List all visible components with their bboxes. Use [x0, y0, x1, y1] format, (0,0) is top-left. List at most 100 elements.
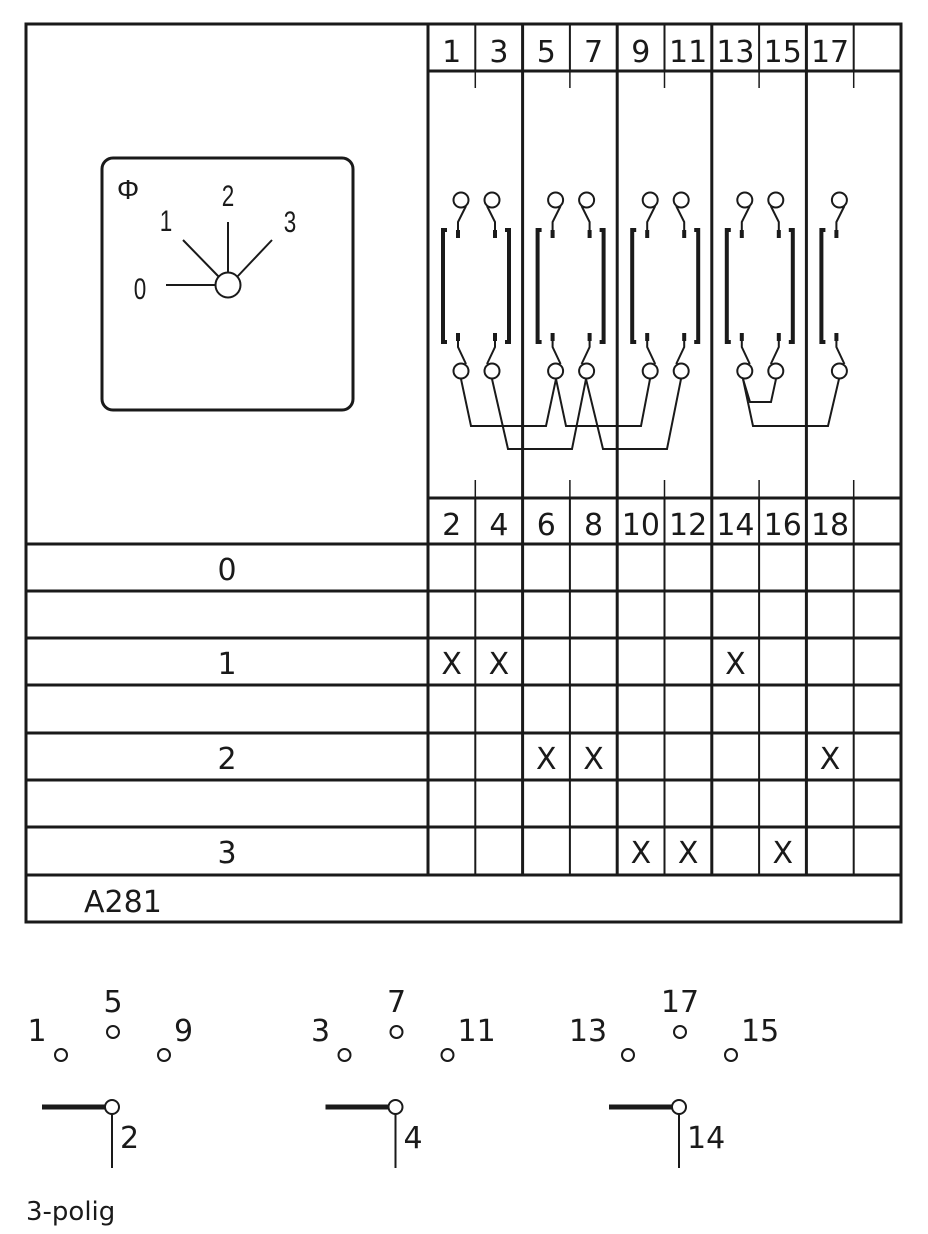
common-terminal-label: 2	[120, 1121, 139, 1156]
dial-pointers	[166, 222, 273, 299]
common-terminal-label: 4	[404, 1121, 423, 1156]
header-terminal-5: 5	[537, 35, 556, 70]
terminal-circle	[767, 362, 785, 380]
terminal-circle	[578, 362, 596, 380]
header-terminal-17: 17	[811, 35, 849, 70]
contact-lead	[486, 205, 496, 230]
terminal-label-top: 17	[661, 985, 699, 1020]
contact-lead	[457, 341, 467, 365]
common-terminal-circle	[104, 1099, 120, 1115]
terminal-circle	[724, 1048, 738, 1062]
dial-position-label: 2	[222, 179, 235, 213]
position-row-label: 1	[217, 647, 236, 682]
pole-group: 3 7 11 4	[311, 985, 496, 1168]
terminal-circle	[673, 1025, 687, 1039]
contact-closed-mark: X	[820, 742, 841, 777]
jumper-wire	[491, 378, 587, 450]
contact-closed-mark: X	[678, 836, 699, 871]
contact-lead	[835, 205, 846, 230]
dial-frame	[100, 156, 355, 412]
terminal-circle	[547, 362, 565, 380]
header-terminal-13: 13	[716, 35, 754, 70]
terminal-circle	[672, 362, 690, 380]
footer-terminal-2: 2	[442, 508, 461, 543]
footer-terminal-16: 16	[764, 508, 802, 543]
contact-lead	[675, 205, 686, 230]
dial-position-label: 0	[134, 272, 147, 306]
terminal-label-right: 15	[741, 1014, 779, 1049]
contact-closed-mark: X	[441, 647, 462, 682]
pointer-position-1	[182, 239, 220, 278]
terminal-circle	[736, 362, 754, 380]
terminal-circle	[389, 1025, 404, 1039]
footer-terminal-14: 14	[716, 508, 754, 543]
contact-lead	[580, 205, 591, 230]
dial-position-label: 1	[160, 204, 173, 238]
common-terminal-label: 14	[687, 1121, 725, 1156]
contact-closed-mark: X	[489, 647, 510, 682]
contact-lead	[740, 205, 751, 230]
contact-closed-mark: X	[631, 836, 652, 871]
terminal-circle	[157, 1048, 171, 1062]
contact-lead	[835, 341, 846, 365]
contact-lead	[646, 205, 657, 230]
footer-terminal-12: 12	[669, 508, 707, 543]
contact-lead	[551, 205, 562, 230]
terminal-circle	[483, 191, 501, 209]
contact-lead	[486, 341, 496, 365]
terminal-circle	[672, 191, 690, 209]
terminal-label-right: 9	[174, 1014, 193, 1049]
footer-terminal-10: 10	[622, 508, 660, 543]
terminal-label-right: 11	[458, 1014, 496, 1049]
outer-frame	[24, 22, 903, 924]
terminal-circle	[578, 191, 596, 209]
jumper-wire	[742, 378, 840, 427]
terminal-label-top: 5	[103, 985, 122, 1020]
contact-closed-mark: X	[725, 647, 746, 682]
jumper-wire	[742, 378, 777, 403]
terminal-circle	[547, 191, 565, 209]
contact-lead	[646, 341, 657, 365]
terminal-circle	[440, 1048, 455, 1062]
jumper-wire	[585, 378, 682, 450]
position-row-label: 2	[217, 742, 236, 777]
terminal-circle	[641, 191, 659, 209]
jumper-wire	[555, 378, 651, 427]
position-row-label: 3	[217, 836, 236, 871]
footer-terminal-8: 8	[584, 508, 603, 543]
terminal-circle	[736, 191, 754, 209]
terminal-label-left: 13	[569, 1014, 607, 1049]
common-terminal-circle	[387, 1099, 404, 1115]
contact-lead	[740, 341, 751, 365]
terminal-label-left: 3	[311, 1014, 330, 1049]
terminal-circle	[452, 362, 470, 380]
diagram-code: A281	[84, 885, 162, 920]
terminal-circle	[452, 191, 470, 209]
terminal-circle	[641, 362, 659, 380]
common-terminal-circle	[671, 1099, 687, 1115]
contact-schematic	[441, 191, 848, 450]
contact-lead	[551, 341, 562, 365]
terminal-circle	[337, 1048, 352, 1062]
position-row-label: 0	[217, 553, 236, 588]
header-terminal-7: 7	[584, 35, 603, 70]
pointer-position-3	[236, 239, 273, 278]
terminal-label-left: 1	[27, 1014, 46, 1049]
header-terminal-11: 11	[669, 35, 707, 70]
footer-terminal-4: 4	[489, 508, 508, 543]
header-terminal-9: 9	[631, 35, 650, 70]
terminal-circle	[483, 362, 501, 380]
contact-lead	[769, 341, 780, 365]
pole-group: 13 17 15 14	[569, 985, 779, 1168]
terminal-circle	[106, 1025, 120, 1039]
dial-position-label: 3	[284, 205, 297, 239]
contact-lead	[580, 341, 591, 365]
contact-lead	[457, 205, 467, 230]
terminal-label-top: 7	[387, 985, 406, 1020]
header-terminal-3: 3	[489, 35, 508, 70]
